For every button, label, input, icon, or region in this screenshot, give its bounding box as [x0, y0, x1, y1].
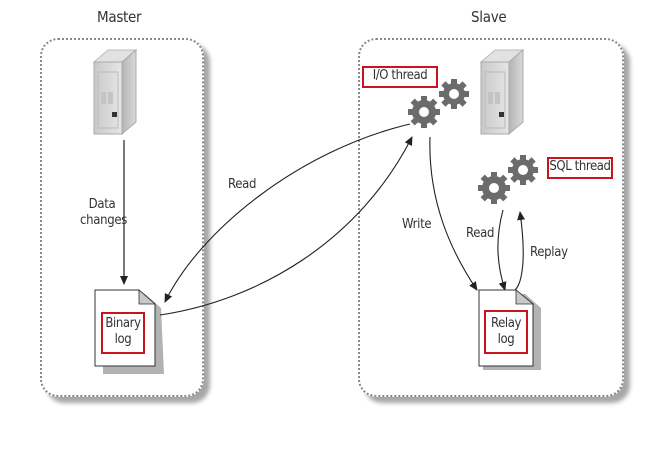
read-request-arrow [164, 123, 411, 303]
slave-server-icon [479, 48, 525, 136]
relay-log-line-2: log [497, 332, 515, 347]
binary-log-label: Binary log [101, 312, 145, 354]
master-title: Master [97, 8, 142, 26]
io-thread-label: I/O thread [362, 66, 438, 88]
sql-thread-label: SQL thread [547, 157, 613, 179]
write-label: Write [402, 217, 432, 232]
binary-log-line-1: Binary [105, 316, 141, 331]
binary-log-line-2: log [114, 332, 132, 347]
read-label: Read [228, 177, 257, 192]
sql-read-arrow [497, 209, 507, 291]
master-server-icon [92, 48, 138, 136]
sql-read-label: Read [466, 226, 495, 241]
sql-thread-gears-icon [478, 155, 538, 204]
write-arrow [429, 136, 478, 291]
replay-arrow [504, 211, 526, 293]
relay-log-label: Relay log [484, 310, 528, 354]
data-changes-line-2: changes [80, 213, 128, 228]
data-changes-label: Data changes [80, 197, 128, 229]
binlog-to-io-arrow [159, 136, 413, 316]
slave-title: Slave [471, 8, 507, 26]
data-changes-line-1: Data [88, 197, 116, 212]
replay-label: Replay [530, 245, 568, 260]
relay-log-line-1: Relay [490, 316, 522, 331]
